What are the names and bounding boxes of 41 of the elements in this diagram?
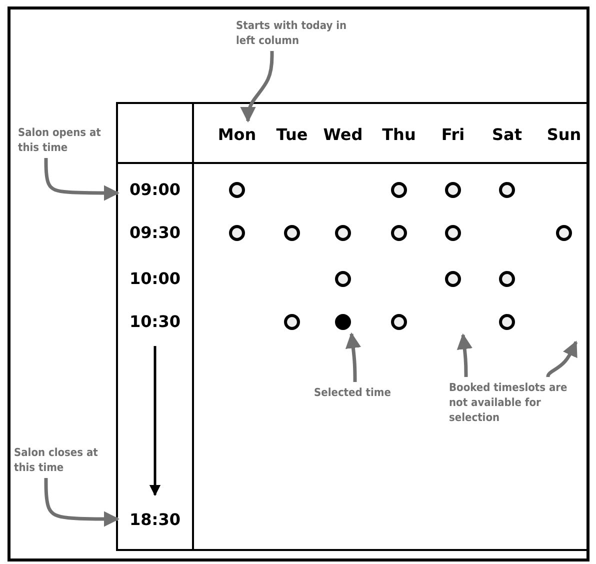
time-label: 18:30 <box>122 510 188 530</box>
time-label: 10:30 <box>122 312 188 332</box>
time-label: 09:00 <box>122 180 188 200</box>
open-timeslot-circle <box>556 225 572 241</box>
open-timeslot-circle <box>335 271 351 287</box>
annotation-text: Booked timeslots are not available for selection <box>449 380 573 425</box>
open-timeslot-circle <box>391 225 407 241</box>
open-timeslot-circle <box>284 225 300 241</box>
open-timeslot-circle <box>229 182 245 198</box>
open-timeslot-circle <box>391 182 407 198</box>
open-timeslot-circle <box>335 225 351 241</box>
selected-timeslot-dot <box>335 314 351 330</box>
open-timeslot-circle <box>499 314 515 330</box>
day-header: Wed <box>318 125 368 145</box>
leader-arrow <box>240 51 274 123</box>
day-header: Tue <box>267 125 317 145</box>
day-header: Sun <box>539 125 589 145</box>
leader-arrow <box>44 478 120 527</box>
leader-arrow <box>44 158 120 201</box>
leader-arrow <box>456 333 472 377</box>
open-timeslot-circle <box>391 314 407 330</box>
open-timeslot-circle <box>445 182 461 198</box>
open-timeslot-circle <box>445 271 461 287</box>
annotation-text: Salon opens at this time <box>18 125 110 155</box>
day-header: Fri <box>428 125 478 145</box>
day-header: Mon <box>212 125 262 145</box>
open-timeslot-circle <box>499 271 515 287</box>
time-label: 09:30 <box>122 223 188 243</box>
annotation-text: Salon closes at this time <box>14 445 106 475</box>
day-header: Thu <box>374 125 424 145</box>
day-header: Sat <box>482 125 532 145</box>
leader-arrow <box>149 346 161 496</box>
annotation-text: Starts with today in left column <box>236 18 348 48</box>
leader-arrow <box>546 340 578 378</box>
annotation-text: Selected time <box>314 385 409 400</box>
open-timeslot-circle <box>229 225 245 241</box>
open-timeslot-circle <box>284 314 300 330</box>
open-timeslot-circle <box>499 182 515 198</box>
time-label: 10:00 <box>122 269 188 289</box>
leader-arrow <box>345 332 362 382</box>
open-timeslot-circle <box>445 225 461 241</box>
